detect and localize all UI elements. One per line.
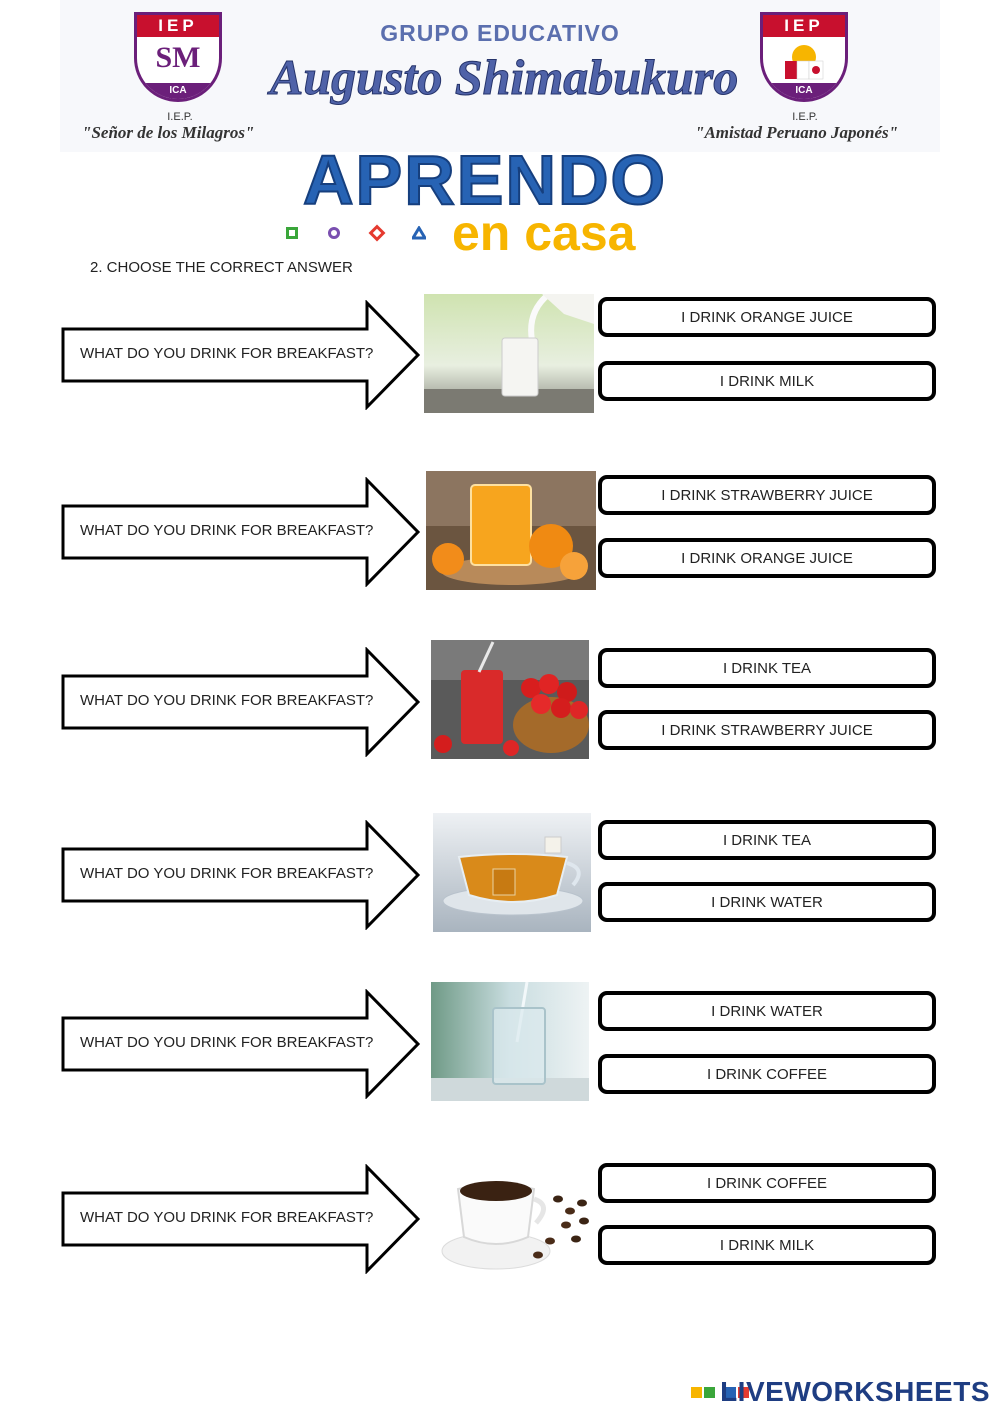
question-arrow: [61, 477, 421, 587]
crest-top-text: IEP: [763, 15, 845, 37]
answer-option[interactable]: I DRINK ORANGE JUICE: [598, 538, 936, 578]
circle-shape-icon: [328, 227, 340, 239]
answer-option[interactable]: I DRINK TEA: [598, 648, 936, 688]
question-text: WHAT DO YOU DRINK FOR BREAKFAST?: [80, 345, 374, 362]
answer-option[interactable]: I DRINK COFFEE: [598, 1163, 936, 1203]
crest-bottom-text: ICA: [763, 83, 845, 99]
left-school-crest: IEP SM ICA: [134, 12, 222, 102]
answer-option[interactable]: I DRINK STRAWBERRY JUICE: [598, 475, 936, 515]
banner-subtitle: en casa: [452, 205, 636, 261]
answer-option[interactable]: I DRINK WATER: [598, 991, 936, 1031]
crest-initials: SM: [155, 41, 201, 74]
milk-glass-photo: [424, 294, 594, 413]
square-shape-icon: [286, 227, 298, 239]
crest-bottom-text: ICA: [137, 83, 219, 99]
group-title: GRUPO EDUCATIVO: [380, 20, 620, 46]
question-arrow: [61, 989, 421, 1099]
answer-option[interactable]: I DRINK COFFEE: [598, 1054, 936, 1094]
crest-top-text: IEP: [137, 15, 219, 37]
liveworksheets-logo: LIVEWORKSHEETS: [690, 1376, 990, 1408]
question-text: WHAT DO YOU DRINK FOR BREAKFAST?: [80, 1034, 374, 1051]
tea-cup-photo: [433, 813, 591, 932]
answer-option[interactable]: I DRINK MILK: [598, 361, 936, 401]
diamond-shape-icon: [368, 224, 386, 242]
sun-flag-icon: [785, 45, 824, 80]
answer-option[interactable]: I DRINK TEA: [598, 820, 936, 860]
strawberry-juice-photo: [431, 640, 589, 759]
answer-option[interactable]: I DRINK ORANGE JUICE: [598, 297, 936, 337]
group-name: Augusto Shimabukuro: [270, 49, 739, 106]
water-glass-photo: [431, 982, 589, 1101]
right-motto: "Amistad Peruano Japonés": [695, 123, 899, 142]
question-arrow: [61, 1164, 421, 1274]
answer-option[interactable]: I DRINK WATER: [598, 882, 936, 922]
question-arrow: [61, 300, 421, 410]
question-text: WHAT DO YOU DRINK FOR BREAKFAST?: [80, 865, 374, 882]
orange-juice-photo: [426, 471, 596, 590]
right-iep-label: I.E.P.: [792, 111, 818, 123]
triangle-shape-icon: [412, 226, 426, 240]
right-school-crest: IEP ICA: [760, 12, 848, 102]
instruction: 2. CHOOSE THE CORRECT ANSWER: [90, 259, 353, 276]
question-text: WHAT DO YOU DRINK FOR BREAKFAST?: [80, 1209, 374, 1226]
left-motto: "Señor de los Milagros": [82, 123, 255, 142]
left-iep-label: I.E.P.: [167, 111, 193, 123]
question-arrow: [61, 820, 421, 930]
liveworksheets-wordmark: LIVEWORKSHEETS: [720, 1376, 990, 1407]
question-arrow: [61, 647, 421, 757]
coffee-cup-photo: [438, 1159, 596, 1278]
answer-option[interactable]: I DRINK MILK: [598, 1225, 936, 1265]
liveworksheets-grid-icon: [690, 1386, 750, 1399]
answer-option[interactable]: I DRINK STRAWBERRY JUICE: [598, 710, 936, 750]
question-text: WHAT DO YOU DRINK FOR BREAKFAST?: [80, 522, 374, 539]
question-text: WHAT DO YOU DRINK FOR BREAKFAST?: [80, 692, 374, 709]
banner-title: APRENDO: [302, 140, 668, 220]
